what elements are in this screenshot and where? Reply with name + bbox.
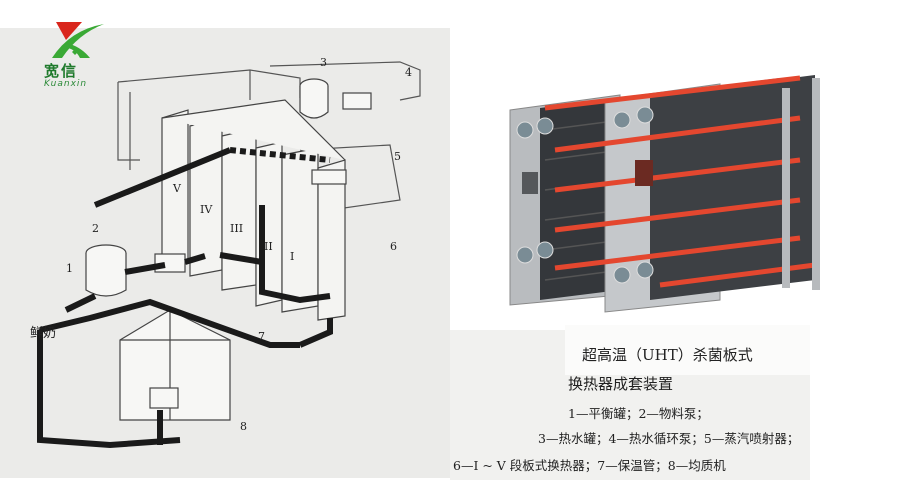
label-4: 4 [405,66,412,79]
label-fresh-milk: 鲜奶 [30,326,57,341]
caption-legend-line3: 6—I ~ V 段板式换热器；7—保温管；8—均质机 [453,458,726,473]
caption-title-line1: 超高温（UHT）杀菌板式 [582,346,753,364]
label-5: 5 [394,150,401,163]
caption-title-line2: 换热器成套装置 [568,375,674,393]
logo-name-cn: 宽信 [44,62,79,80]
label-7: 7 [258,330,265,343]
logo-name-en: Kuanxin [44,79,88,89]
label-6: 6 [390,240,397,253]
section-label-i: I [290,250,295,263]
label-1: 1 [66,262,73,275]
logo-mark [52,22,104,58]
section-label-ii: II [264,240,273,253]
section-label-v: V [173,182,181,195]
section-label-iii: III [230,222,244,235]
label-8: 8 [240,420,247,433]
section-label-iv: IV [200,203,213,216]
plate-heat-exchanger-photo [509,75,820,313]
product-flow-lines [37,147,333,449]
label-2: 2 [92,222,99,235]
caption-legend-line2: 3—热水罐；4—热水循环泵；5—蒸汽喷射器； [538,431,800,446]
uht-schematic [85,61,421,421]
label-3: 3 [320,56,327,69]
caption-legend-line1: 1—平衡罐；2—物料泵； [568,406,709,421]
caption-title-background [565,325,810,375]
